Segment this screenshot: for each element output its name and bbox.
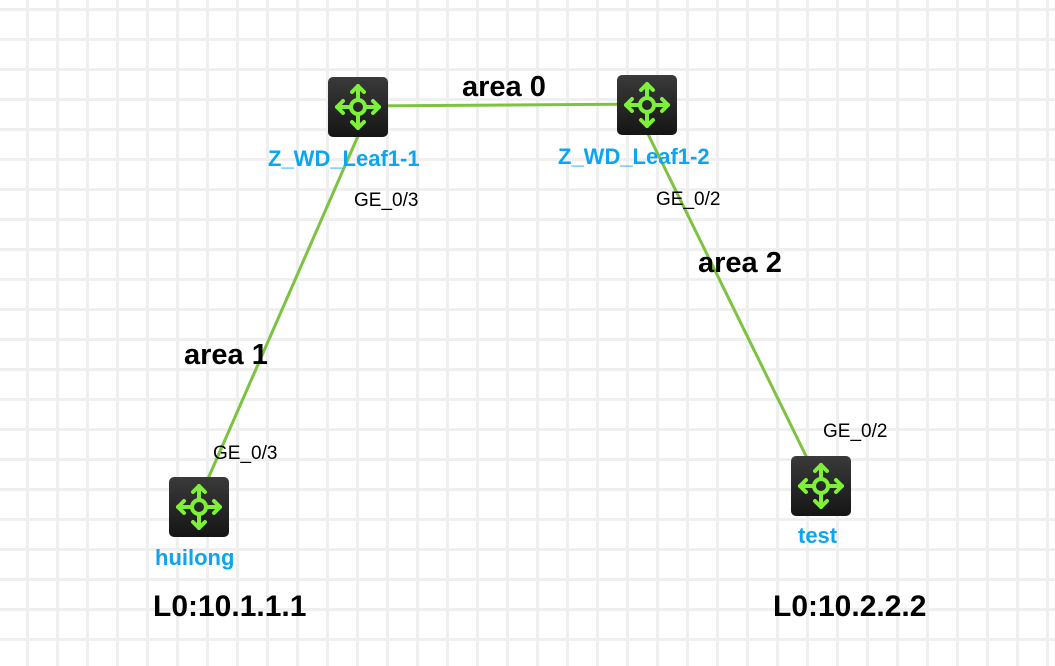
loopback-huilong: L0:10.1.1.1: [153, 590, 307, 623]
port-label-huilong: GE_0/3: [213, 443, 278, 464]
port-label-test: GE_0/2: [823, 421, 888, 442]
device-test[interactable]: [791, 456, 851, 516]
device-leaf1-2[interactable]: [617, 75, 677, 135]
device-label-test: test: [798, 523, 838, 548]
device-huilong[interactable]: [169, 477, 229, 537]
port-label-leaf1-1: GE_0/3: [354, 190, 419, 211]
loopback-test: L0:10.2.2.2: [773, 590, 927, 623]
device-leaf1-1[interactable]: [328, 77, 388, 137]
area-label-0: area 0: [462, 71, 546, 103]
device-label-huilong: huilong: [155, 545, 235, 570]
device-label-leaf1-2: Z_WD_Leaf1-2: [558, 144, 710, 169]
link-leaf1-1-leaf1-2[interactable]: [359, 102, 647, 108]
link-leaf1-2-test[interactable]: [646, 133, 810, 461]
device-label-leaf1-1: Z_WD_Leaf1-1: [268, 146, 420, 171]
port-label-leaf1-2: GE_0/2: [656, 189, 721, 210]
area-label-1: area 1: [184, 339, 268, 371]
area-label-2: area 2: [698, 247, 782, 279]
link-leaf1-1-huilong[interactable]: [205, 135, 360, 482]
